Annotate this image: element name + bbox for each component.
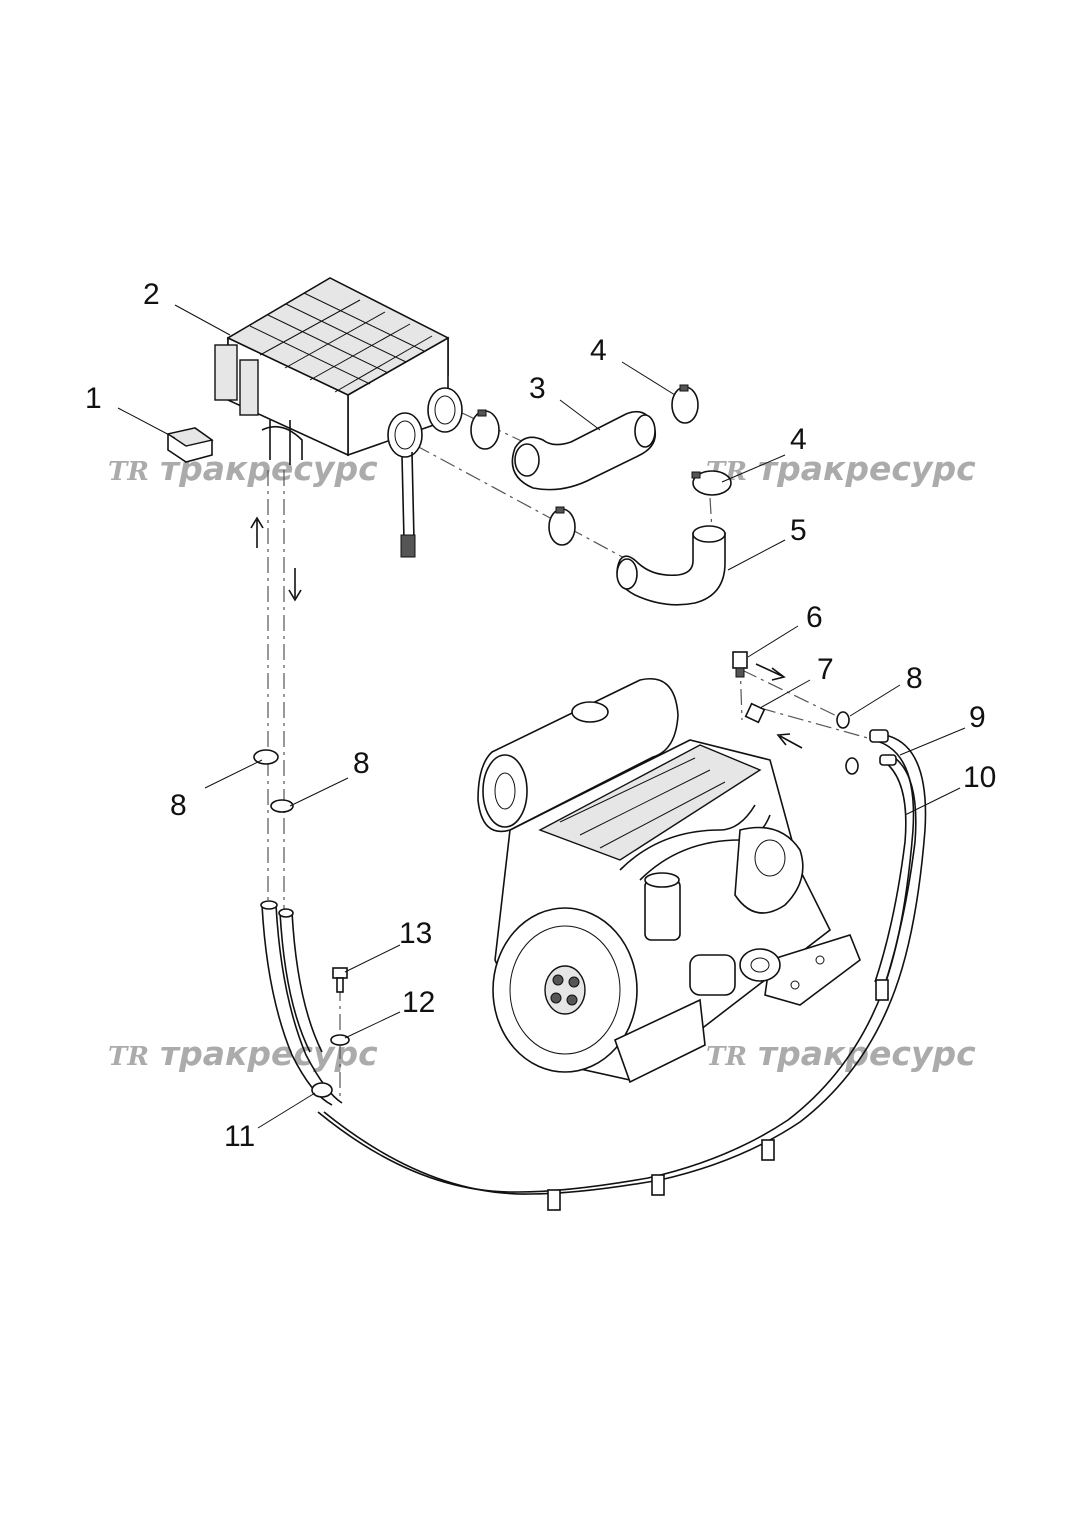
arrow-icon [250,516,264,548]
callout-4a: 4 [590,334,607,367]
callout-2: 2 [143,278,160,311]
callout-4b: 4 [790,423,807,456]
leader-lines [117,304,966,1129]
callout-10: 10 [963,761,996,794]
watermark-bottom-right: TR тракресурс [706,1034,976,1073]
callout-13: 13 [399,917,432,950]
callout-9: 9 [969,701,986,734]
watermark-top-right: TR тракресурс [706,449,976,488]
fittings [732,651,766,724]
callout-1: 1 [85,382,102,415]
bolt-washer [330,967,350,1046]
callout-5: 5 [790,514,807,547]
assembly-lines [267,411,876,1100]
callout-8c: 8 [353,747,370,780]
clamps [470,384,732,546]
watermark-top-left: TR тракресурс [108,449,378,488]
arrow-icon [288,568,302,602]
arrow-icon [776,733,803,749]
elbow-hose [616,525,726,606]
watermark-logo: TR [108,1042,149,1072]
callout-8b: 8 [170,789,187,822]
callout-7: 7 [817,653,834,686]
callouts: 1 2 3 4 4 5 6 7 8 8 8 9 10 11 12 13 [85,278,996,1153]
callout-8a: 8 [906,662,923,695]
hoses-9-10 [317,729,927,1195]
watermark-logo: TR [706,1042,747,1072]
watermark-text: тракресурс [758,449,976,488]
callout-11: 11 [224,1120,255,1153]
duct-hose [511,410,657,491]
flow-arrows [250,516,803,749]
arrow-icon [755,663,786,681]
cover-part [166,427,214,463]
callout-12: 12 [402,986,435,1019]
callout-6: 6 [806,601,823,634]
watermark-bottom-left: TR тракресурс [108,1034,378,1073]
callout-3: 3 [529,372,546,405]
engine [477,678,861,1084]
watermark-text: тракресурс [758,1034,976,1073]
heater-unit [214,277,463,558]
hose-11 [260,900,889,1211]
watermark-logo: TR [108,457,149,487]
